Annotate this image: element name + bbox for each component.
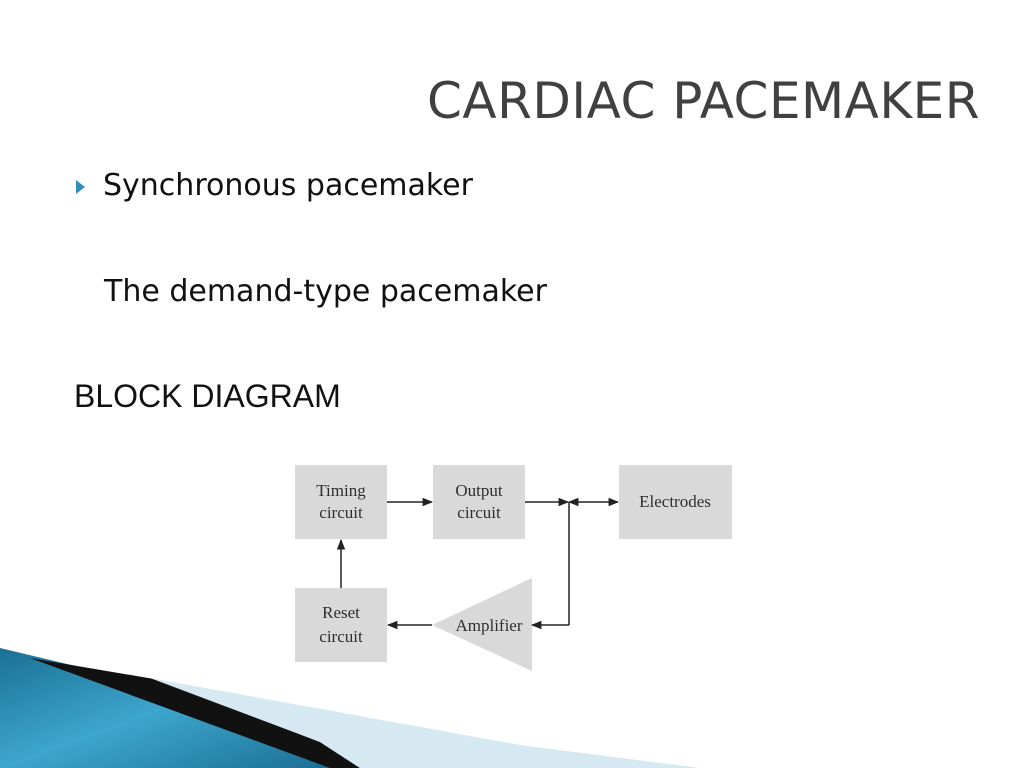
connectors [336,497,620,630]
timing-label-2: circuit [319,503,363,522]
output-label-2: circuit [457,503,501,522]
electrodes-label: Electrodes [639,492,711,511]
bullet-text: Synchronous pacemaker [103,168,473,203]
block-diagram: Timing circuit Output circuit Electrodes… [295,465,732,671]
sub-text: The demand-type pacemaker [104,274,547,309]
amplifier-label: Amplifier [455,616,522,635]
bullet-item: Synchronous pacemaker [76,168,473,203]
timing-label-1: Timing [316,481,366,500]
reset-label-2: circuit [319,627,363,646]
slide-title: CARDIAC PACEMAKER [427,72,980,130]
bullet-arrow-icon [76,179,85,194]
amplifier-block: Amplifier [432,578,532,671]
reset-circuit-block: Reset circuit [295,588,387,662]
electrodes-block: Electrodes [619,465,732,539]
timing-circuit-block: Timing circuit [295,465,387,539]
output-circuit-block: Output circuit [433,465,525,539]
output-label-1: Output [455,481,503,500]
reset-label-1: Reset [322,603,360,622]
section-heading: BLOCK DIAGRAM [74,378,341,414]
